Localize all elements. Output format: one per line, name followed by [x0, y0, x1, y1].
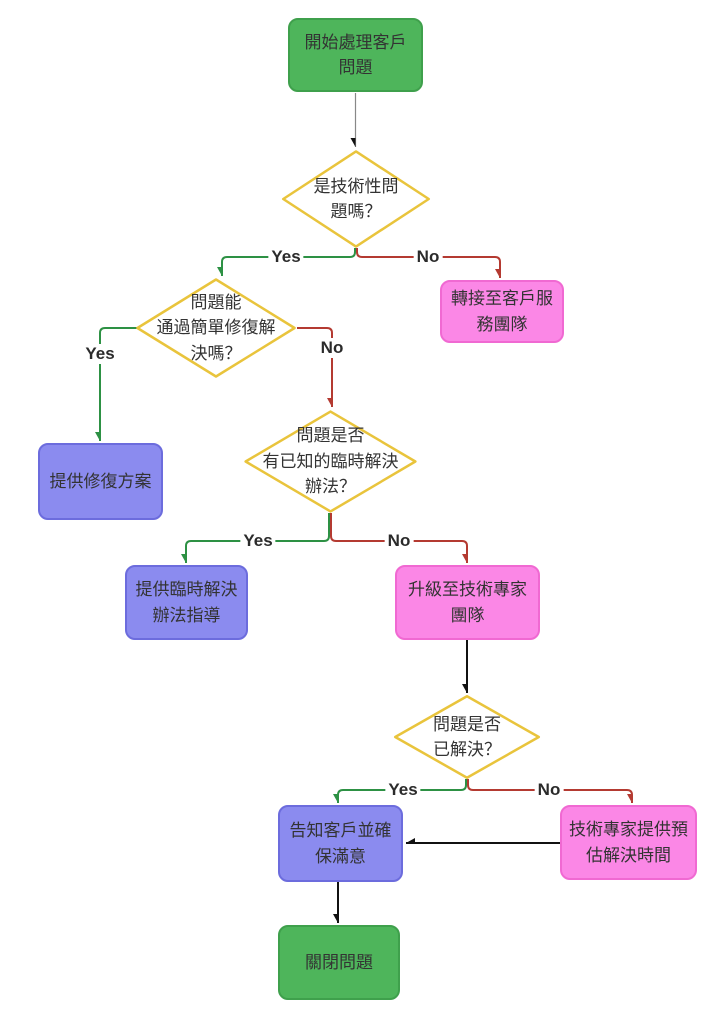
node-transfer-label: 轉接至客戶服 務團隊: [451, 289, 553, 334]
node-escalate-label: 升級至技術專家 團隊: [408, 580, 527, 625]
node-start: 開始處理客戶 問題: [288, 18, 423, 92]
node-escalate-expert-team: 升級至技術專家 團隊: [395, 565, 540, 640]
diamond-shape: [393, 695, 541, 779]
node-provide-fix: 提供修復方案: [38, 443, 163, 520]
decision-issue-resolved: 問題是否 已解決？: [393, 695, 541, 779]
diamond-shape: [243, 410, 418, 513]
node-provide-fix-label: 提供修復方案: [49, 471, 152, 491]
decision-issue-resolved-label: 問題是否 已解決？: [433, 714, 501, 760]
node-estimate-time-label: 技術專家提供預 估解決時間: [569, 820, 688, 865]
edge-label-simplefix-no: No: [317, 338, 347, 358]
node-inform-customer: 告知客戶並確 保滿意: [278, 805, 403, 882]
decision-simple-fix-label: 問題能 通過簡單修復解 決嗎？: [156, 292, 276, 363]
edge-label-technical-yes: Yes: [268, 247, 304, 267]
diamond-shape: [281, 150, 431, 248]
decision-simple-fix: 問題能 通過簡單修復解 決嗎？: [135, 278, 297, 378]
node-provide-workaround-label: 提供臨時解決 辦法指導: [135, 580, 238, 625]
node-close-issue-label: 關閉問題: [305, 952, 373, 972]
decision-known-workaround: 問題是否 有已知的臨時解決 辦法？: [243, 410, 418, 513]
node-start-label: 開始處理客戶 問題: [304, 32, 407, 78]
edge-label-workaround-yes: Yes: [240, 531, 276, 551]
node-close-issue: 關閉問題: [278, 925, 400, 1000]
diamond-shape: [135, 278, 297, 378]
decision-known-workaround-label: 問題是否 有已知的臨時解決 辦法？: [262, 426, 399, 497]
node-inform-customer-label: 告知客戶並確 保滿意: [289, 821, 392, 866]
node-transfer-customer-service: 轉接至客戶服 務團隊: [440, 280, 564, 343]
edge-label-technical-no: No: [413, 247, 443, 267]
node-provide-workaround-guidance: 提供臨時解決 辦法指導: [125, 565, 248, 640]
edge-simplefix-yes: [100, 327, 137, 441]
edge-label-simplefix-yes: Yes: [82, 344, 118, 364]
edge-simplefix-no: [297, 327, 333, 407]
node-expert-estimate-time: 技術專家提供預 估解決時間: [560, 805, 697, 880]
edge-label-resolved-yes: Yes: [385, 780, 421, 800]
edge-label-workaround-no: No: [384, 531, 414, 551]
decision-is-technical: 是技術性問 題嗎？: [281, 150, 431, 248]
edge-label-resolved-no: No: [534, 780, 564, 800]
decision-is-technical-label: 是技術性問 題嗎？: [313, 176, 399, 222]
